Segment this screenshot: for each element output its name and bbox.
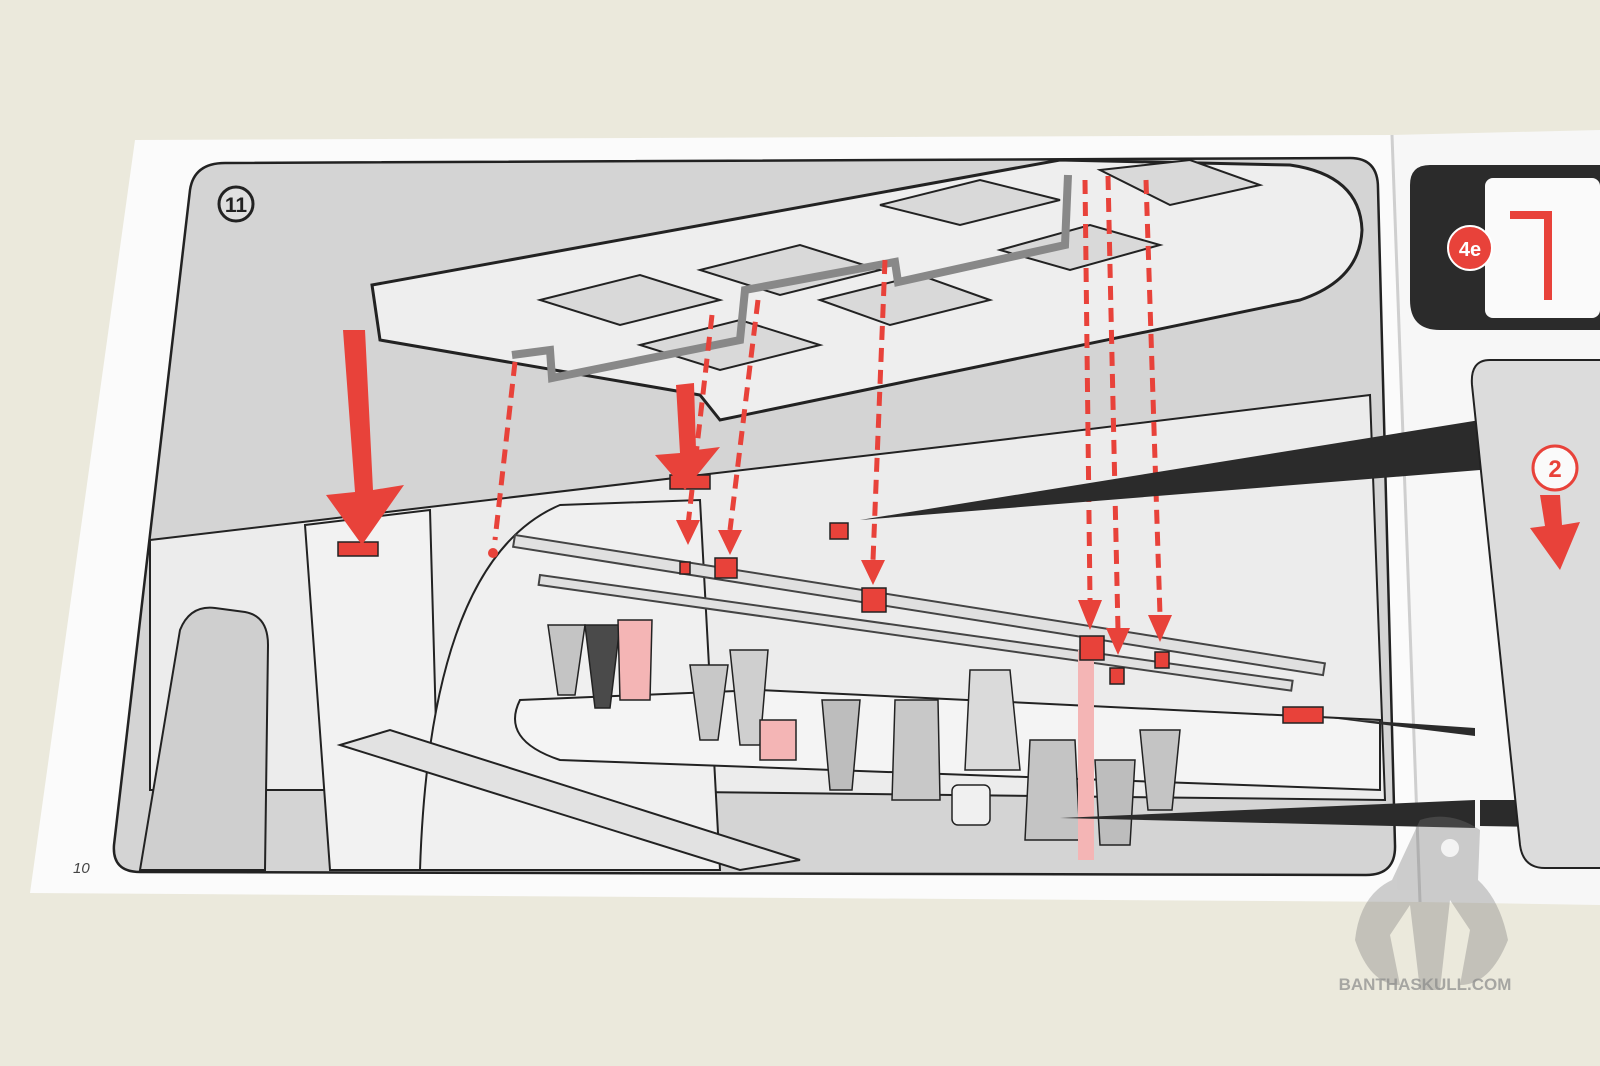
pillar [303, 508, 442, 871]
left-doorway [138, 606, 270, 871]
watermark-logo [1355, 816, 1508, 990]
bottles [547, 619, 1181, 860]
step-number: 11 [225, 194, 248, 217]
ceiling-pipe [511, 174, 1072, 383]
substep-box [1485, 178, 1600, 318]
watermark-text: BANTHASKULL.COM [1339, 975, 1512, 994]
step-number-badge [217, 185, 255, 223]
substep-badge [1447, 225, 1493, 271]
right-arrow [1530, 495, 1580, 570]
step-badge-right-label: 2 [1548, 456, 1561, 483]
page-spine [1390, 134, 1422, 903]
bench [336, 728, 801, 872]
step-badge-right [1531, 444, 1579, 492]
page-number: 10 [73, 860, 90, 877]
substep-label: 4e [1459, 239, 1481, 261]
substep-part [1510, 211, 1552, 300]
placement-arrows [326, 175, 1172, 655]
